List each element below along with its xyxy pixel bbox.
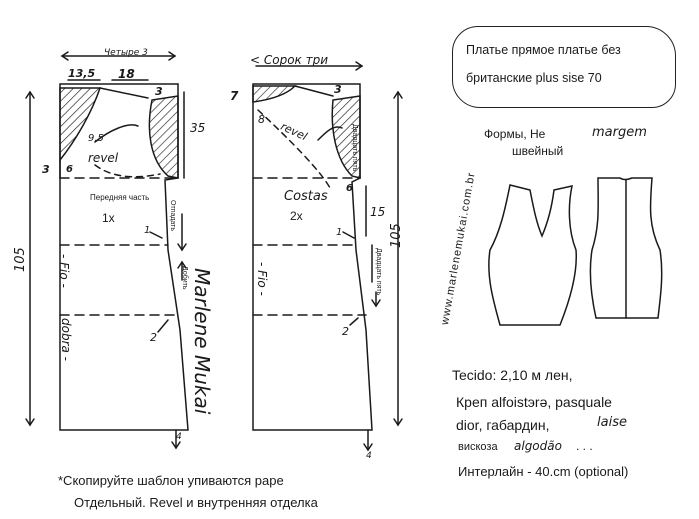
- back-grain-line: - Fio -: [255, 262, 269, 296]
- front-piece-count: 1x: [102, 211, 115, 225]
- title-line-1: Платье прямое платье без: [466, 43, 621, 57]
- front-armhole-cutout: [148, 95, 179, 179]
- front-neck-cutout: [59, 87, 102, 163]
- front-hip-mark: 2: [150, 331, 157, 344]
- front-length: 105: [13, 247, 28, 272]
- front-fold-line: dobra -: [59, 318, 73, 362]
- fabric-line-4a: вискоза: [458, 441, 498, 453]
- front-pattern-piece: [25, 51, 189, 450]
- front-hem-mark: 4: [176, 432, 182, 442]
- dress-front-sketch: [488, 184, 577, 326]
- bottom-note-line-1: *Скопируйте шаблон упиваются раре: [58, 473, 284, 488]
- back-hip-mark: 2: [342, 325, 349, 338]
- fabric-line-4b: algodão: [514, 439, 562, 453]
- bottom-note-line-2: Отдельный. Revel и внутренняя отделка: [74, 495, 318, 510]
- back-side-note-top: Двадцать пять: [351, 124, 358, 172]
- back-side-note-bottom: Двадцать пять: [375, 248, 382, 296]
- forms-line-2: швейный: [512, 144, 564, 158]
- front-neck-measure: 13,5: [68, 67, 96, 80]
- fabric-line-2: Креп alfoistэrə, pasquale: [456, 394, 612, 410]
- front-bust-side: 3: [42, 163, 50, 176]
- front-side-note-bottom: Добить: [181, 266, 188, 290]
- front-side-note-top: Отпадать: [169, 200, 176, 232]
- front-dart-measure: 6: [66, 164, 73, 175]
- front-piece-name: Передняя часть: [90, 193, 150, 202]
- back-length: 105: [389, 223, 404, 248]
- fabric-line-1: Tecido: 2,10 м лен,: [452, 367, 573, 383]
- back-piece-name: Costas: [284, 189, 328, 204]
- signature: Marlene Mukai: [190, 268, 214, 415]
- fabric-line-3b: laise: [597, 415, 627, 430]
- back-neck-drop: 8: [258, 113, 265, 126]
- fabric-line-3a: dior, габардин,: [456, 417, 550, 433]
- front-top-note: Четыре 3: [104, 48, 148, 58]
- title-line-2: британские plus sise 70: [466, 71, 602, 85]
- dress-back-sketch: [589, 177, 663, 319]
- back-shoulder-drop: 3: [334, 83, 342, 96]
- back-piece-count: 2x: [290, 209, 303, 223]
- fabric-line-5: Интерлайн - 40.cm (optional): [458, 464, 629, 479]
- front-revel-label: revel: [88, 151, 119, 165]
- front-neck-drop: 9,5: [88, 133, 104, 144]
- back-hem-mark: 4: [366, 451, 372, 461]
- title-box: [452, 26, 676, 108]
- front-waist-mark: 1: [144, 225, 151, 236]
- back-top-note: < Сорок три: [250, 53, 329, 67]
- front-shoulder-measure: 18: [118, 67, 135, 81]
- back-neck-cutout: [252, 85, 297, 103]
- forms-margem: margem: [592, 125, 647, 140]
- back-neck-measure: 7: [230, 89, 239, 103]
- forms-line-1: Формы, Не: [484, 127, 546, 141]
- back-pattern-piece: [252, 61, 403, 452]
- back-dart-measure: 6: [346, 183, 353, 194]
- fabric-line-4c: . . .: [576, 439, 593, 453]
- front-armhole-depth: 35: [190, 121, 206, 135]
- back-armhole-cutout: [331, 95, 361, 179]
- front-shoulder-drop: 3: [155, 85, 163, 98]
- back-waist-mark: 1: [336, 227, 343, 238]
- back-15-measure: 15: [370, 205, 386, 219]
- front-grain-line: - Fio -: [57, 254, 71, 288]
